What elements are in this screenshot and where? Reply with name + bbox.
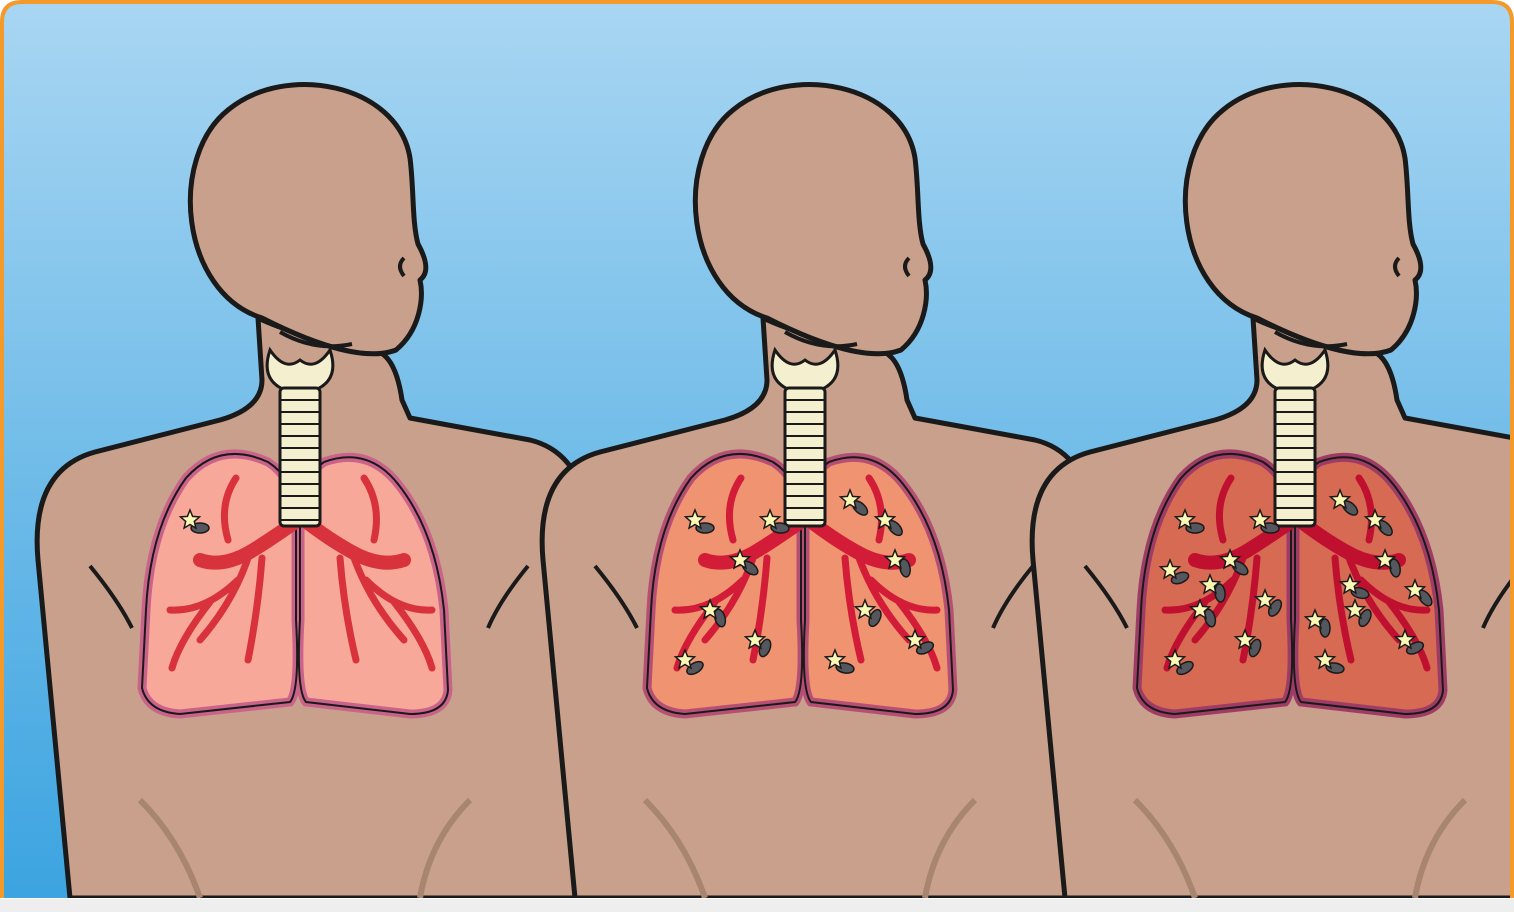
trachea-tube [785, 388, 825, 526]
trachea-tube [280, 388, 320, 526]
footer-bar [0, 899, 1514, 912]
trachea-tube [1275, 388, 1315, 526]
